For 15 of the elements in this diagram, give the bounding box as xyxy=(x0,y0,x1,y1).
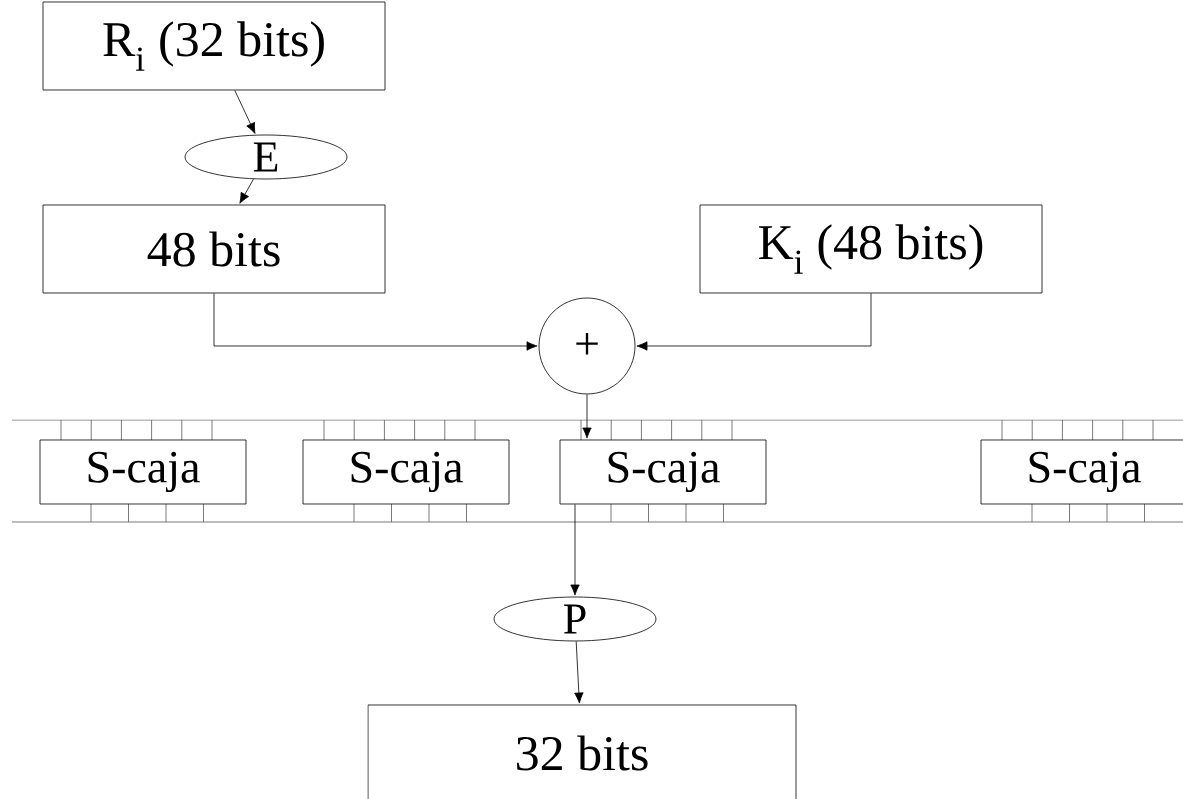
process-box: 48 bits xyxy=(42,204,386,294)
s-box: S-caja xyxy=(559,439,767,505)
arrow xyxy=(239,178,254,204)
arrow xyxy=(213,293,538,351)
arrow xyxy=(582,394,592,439)
arrow xyxy=(570,504,580,596)
process-box: K$_{i}$ (48 bits) xyxy=(699,204,1043,294)
s-box: S-caja xyxy=(302,439,510,505)
process-box: R$_{i}$ (32 bits) xyxy=(42,1,386,91)
s-box: S-caja xyxy=(39,439,247,505)
arrow xyxy=(636,293,872,351)
arrow xyxy=(234,90,256,134)
arrow xyxy=(574,641,584,704)
process-box: 32 bits xyxy=(367,704,797,799)
s-box: S-caja xyxy=(980,439,1183,505)
